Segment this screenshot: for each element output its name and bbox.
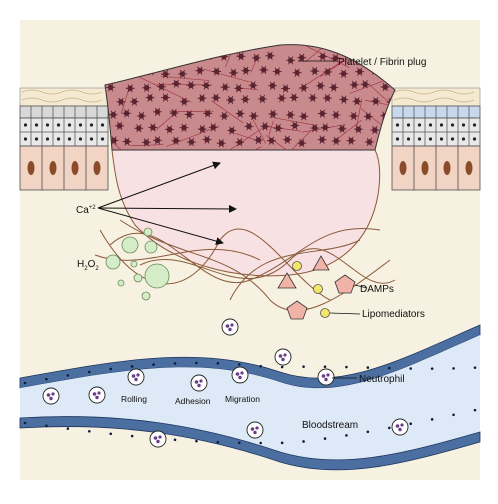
neutrophil-icon (89, 387, 105, 403)
rolling-label: Rolling (121, 394, 147, 404)
migration-label: Migration (225, 394, 260, 404)
neutrophil-icon (150, 431, 166, 447)
h2o2-bubble-icon (144, 228, 152, 236)
lipomediator-dot-icon (293, 262, 302, 271)
h2o2-bubble-icon (142, 292, 150, 300)
neutrophil-icon (318, 369, 334, 385)
neutrophil-icon (275, 349, 291, 365)
h2o2-bubble-icon (145, 264, 169, 288)
h2o2-bubble-icon (145, 241, 157, 253)
damps-label: DAMPs (360, 284, 394, 295)
neutrophil-icon (232, 367, 248, 383)
neutrophil-icon (222, 319, 238, 335)
h2o2-bubble-icon (118, 280, 124, 286)
adhesion-label: Adhesion (175, 396, 211, 406)
lipomediators-label: Lipomediators (362, 309, 425, 320)
h2o2-bubble-icon (122, 237, 138, 253)
plug-label: Platelet / Fibrin plug (338, 57, 426, 68)
h2o2-bubble-icon (106, 255, 120, 269)
lipomediator-dot-icon (314, 285, 323, 294)
lipomediator-dot-icon (321, 309, 330, 318)
neutrophil-icon (191, 375, 207, 391)
neutrophil-label: Neutrophil (359, 374, 405, 385)
neutrophil-icon (247, 422, 263, 438)
h2o2-bubble-icon (131, 261, 137, 267)
neutrophil-icon (128, 369, 144, 385)
h2o2-bubble-icon (134, 274, 142, 282)
bloodstream-label: Bloodstream (302, 420, 358, 431)
neutrophil-icon (43, 388, 59, 404)
neutrophil-icon (392, 419, 408, 435)
